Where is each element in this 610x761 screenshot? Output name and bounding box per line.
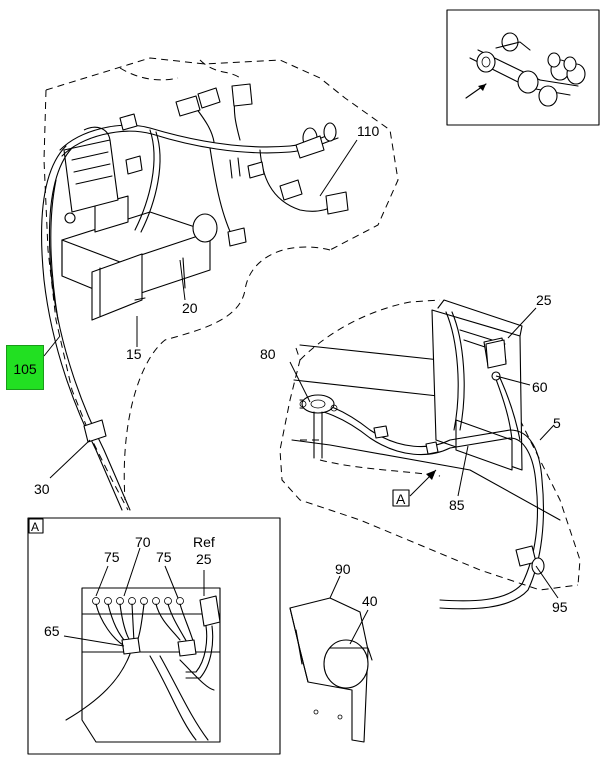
callout-85: 85: [449, 497, 465, 513]
detail-callout-65: 65: [44, 623, 60, 639]
callout-95: 95: [552, 599, 568, 615]
leader-lines: [43, 139, 559, 647]
relay-block: [63, 126, 119, 224]
view-a-tag: A: [396, 491, 406, 507]
callout-30: 30: [34, 481, 50, 497]
grommet-80: [299, 394, 338, 459]
detail-a-tag: A: [31, 520, 39, 534]
callout-40: 40: [362, 593, 378, 609]
harness-ties: [373, 425, 439, 455]
detail-callout-75-right: 75: [156, 549, 172, 565]
callout-5: 5: [553, 415, 561, 431]
callout-25: 25: [536, 292, 552, 308]
locator-inset: [446, 9, 600, 126]
junction-panel-85: [431, 299, 523, 471]
detail-callout-70: 70: [135, 534, 151, 550]
callout-60: 60: [532, 379, 548, 395]
harness-5-main-run: [299, 373, 544, 610]
view-a-tag-box: [392, 489, 410, 507]
clip-95: [515, 545, 545, 575]
connector-60: [485, 339, 507, 381]
lower-panel-outline: [279, 299, 581, 591]
callout-20: 20: [182, 300, 198, 316]
callout-105-highlight[interactable]: 105: [6, 345, 44, 390]
detail-ref-label: Ref: [193, 534, 215, 550]
detail-callout-75-left: 75: [104, 549, 120, 565]
bracket-90: [289, 597, 373, 743]
callout-90: 90: [335, 561, 351, 577]
truck-chassis-sketch: [465, 32, 586, 107]
harness-105-long-run: [41, 145, 131, 511]
upper-wiring-harness: [59, 83, 349, 247]
callout-110: 110: [357, 123, 380, 139]
callout-80: 80: [260, 346, 276, 362]
detail-a: [27, 517, 281, 755]
callout-15: 15: [126, 346, 142, 362]
callout-labels: 110 20 15 30 25 80 60 5 85 95 90 40 A A …: [31, 123, 568, 639]
detail-callout-25: 25: [196, 551, 212, 567]
upper-panel-outline: [43, 57, 399, 511]
callout-105: 105: [13, 361, 37, 377]
